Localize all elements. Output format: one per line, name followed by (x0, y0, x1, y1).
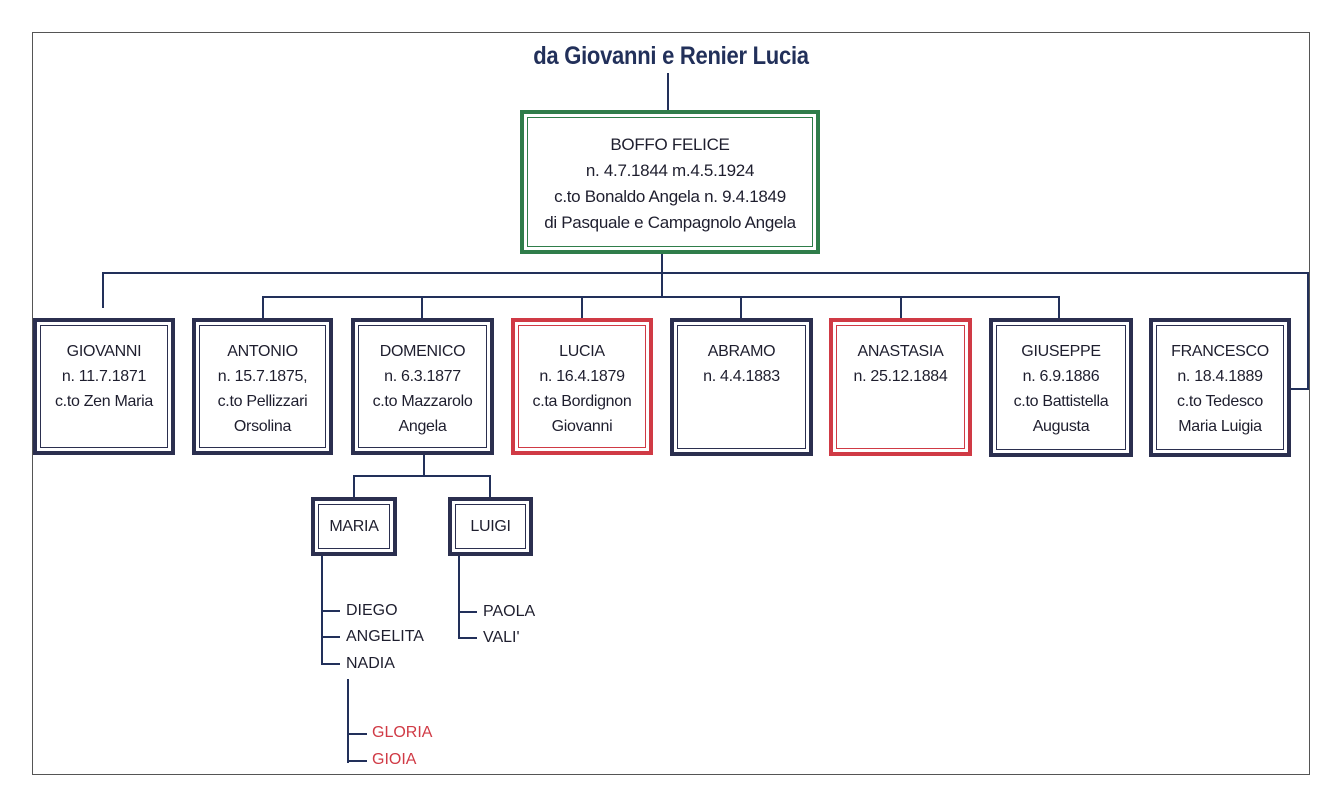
child-box-giovanni: GIOVANNI n. 11.7.1871 c.to Zen Maria (33, 318, 175, 455)
root-person-detail: c.to Bonaldo Angela n. 9.4.1849 (554, 187, 786, 206)
child-name: GIUSEPPE (1021, 343, 1101, 360)
grandchild-name: LUIGI (470, 518, 511, 535)
child-name: ANASTASIA (857, 343, 944, 360)
connector-to-luigi (489, 475, 491, 498)
connector-to-francesco-right (1307, 272, 1309, 390)
child-box-antonio: ANTONIO n. 15.7.1875, c.to Pellizzari Or… (192, 318, 333, 455)
connector-nadia (321, 663, 340, 665)
child-detail: c.to Zen Maria (54, 393, 154, 410)
leaf-gioia: GIOIA (372, 751, 417, 768)
leaf-gloria: GLORIA (372, 724, 433, 741)
connector-to-giovanni (102, 272, 104, 308)
connector-root-down (661, 253, 663, 297)
leaf-nadia: NADIA (346, 655, 395, 672)
connector-to-abramo (740, 296, 742, 320)
child-name: ABRAMO (707, 343, 776, 360)
child-detail: c.ta Bordignon (532, 393, 632, 410)
child-name: ANTONIO (227, 343, 298, 360)
connector-gloria (347, 733, 367, 735)
connector-nadia-children (347, 679, 349, 763)
connector-grandchildren-bar (353, 475, 491, 477)
connector-to-giuseppe (1058, 296, 1060, 320)
child-detail: c.to Mazzarolo (372, 393, 473, 410)
child-box-lucia: LUCIA n. 16.4.1879 c.ta Bordignon Giovan… (511, 318, 653, 455)
child-name: LUCIA (559, 343, 605, 360)
grandchild-box-maria: MARIA (311, 497, 397, 556)
child-detail: Giovanni (551, 418, 613, 435)
child-detail: Orsolina (233, 418, 292, 435)
connector-to-maria (353, 475, 355, 498)
connector-domenico-down (423, 454, 425, 476)
root-person-box: BOFFO FELICE n. 4.7.1844 m.4.5.1924 c.to… (520, 110, 820, 254)
connector-to-anastasia (900, 296, 902, 320)
leaf-vali: VALI' (483, 629, 520, 646)
child-detail: n. 25.12.1884 (853, 368, 948, 385)
child-box-anastasia: ANASTASIA n. 25.12.1884 (829, 318, 972, 456)
root-person-detail: di Pasquale e Campagnolo Angela (544, 213, 796, 232)
child-name: FRANCESCO (1171, 343, 1269, 360)
child-detail: c.to Tedesco (1177, 393, 1263, 410)
leaf-diego: DIEGO (346, 602, 398, 619)
child-detail: n. 11.7.1871 (61, 368, 147, 385)
child-detail: c.to Battistella (1013, 393, 1109, 410)
child-box-abramo: ABRAMO n. 4.4.1883 (670, 318, 813, 456)
connector-luigi-children (458, 555, 460, 639)
child-detail: n. 4.4.1883 (703, 368, 780, 385)
child-name: DOMENICO (379, 343, 466, 360)
root-person-name: BOFFO FELICE (610, 135, 730, 154)
connector-title-root (667, 73, 669, 111)
child-name: GIOVANNI (66, 343, 142, 360)
root-person-detail: n. 4.7.1844 m.4.5.1924 (585, 161, 755, 180)
child-detail: c.to Pellizzari (217, 393, 308, 410)
connector-outer-bar (102, 272, 1309, 274)
child-detail: n. 6.9.1886 (1022, 368, 1100, 385)
child-detail: Angela (398, 418, 447, 435)
child-detail: n. 18.4.1889 (1177, 368, 1263, 385)
connector-to-antonio (262, 296, 264, 320)
connector-vali (458, 637, 477, 639)
child-detail: n. 6.3.1877 (384, 368, 461, 385)
child-box-domenico: DOMENICO n. 6.3.1877 c.to Mazzarolo Ange… (351, 318, 494, 455)
child-detail: Maria Luigia (1178, 418, 1262, 435)
connector-diego (321, 610, 340, 612)
connector-angelita (321, 636, 340, 638)
child-detail: Augusta (1032, 418, 1090, 435)
leaf-angelita: ANGELITA (346, 628, 424, 645)
connector-inner-bar (262, 296, 1060, 298)
connector-gioia (347, 760, 367, 762)
leaf-paola: PAOLA (483, 603, 536, 620)
grandchild-box-luigi: LUIGI (448, 497, 533, 556)
connector-paola (458, 611, 477, 613)
child-detail: n. 15.7.1875, (217, 368, 308, 385)
child-detail: n. 16.4.1879 (539, 368, 625, 385)
diagram-frame (32, 32, 1310, 775)
connector-to-francesco (1290, 388, 1309, 390)
diagram-title: da Giovanni e Renier Lucia (533, 42, 809, 70)
child-box-francesco: FRANCESCO n. 18.4.1889 c.to Tedesco Mari… (1149, 318, 1291, 457)
connector-to-domenico (421, 296, 423, 320)
child-box-giuseppe: GIUSEPPE n. 6.9.1886 c.to Battistella Au… (989, 318, 1133, 457)
grandchild-name: MARIA (329, 518, 379, 535)
connector-to-lucia (581, 296, 583, 320)
